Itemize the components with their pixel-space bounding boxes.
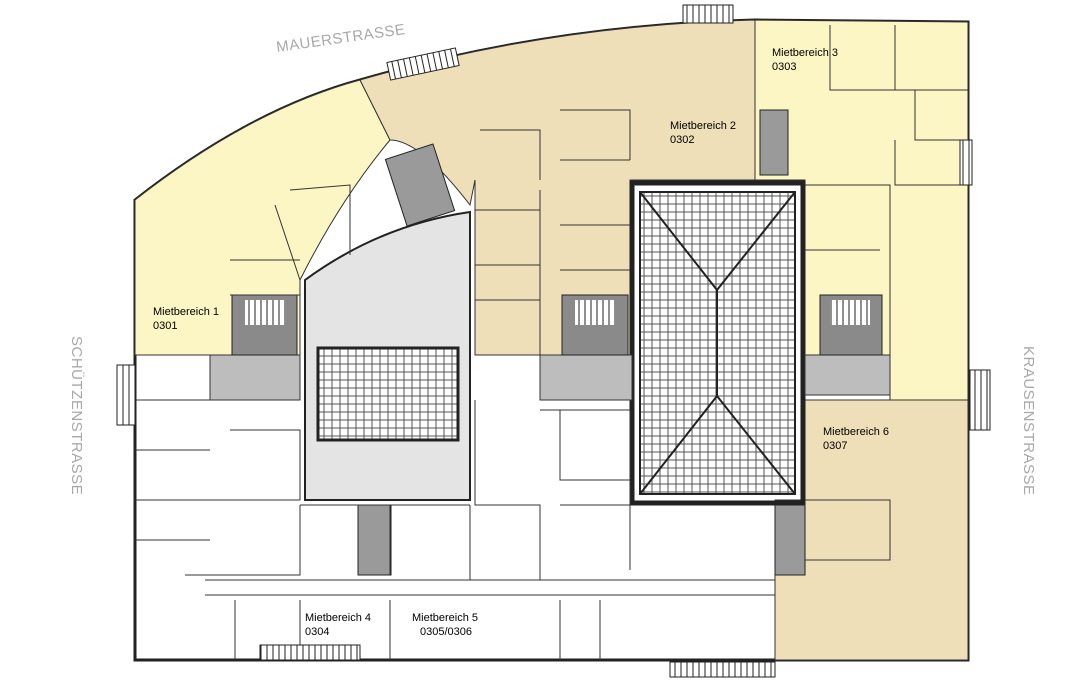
stairwell-south-east [774,504,806,576]
atrium-central [629,180,806,506]
svg-text:0303: 0303 [772,61,796,73]
stairwell-south-west [357,504,392,576]
stairwell-northeast [759,109,789,176]
bay-south-2 [669,661,776,678]
street-label-east: KRAUSENSTRASSE [1020,346,1037,496]
unit-label-5: Mietbereich 5 0305/0306 [412,612,478,638]
svg-text:Mietbereich 5: Mietbereich 5 [412,612,478,624]
unit-label-6: Mietbereich 6 0307 [823,426,889,452]
bay-northwest [386,47,460,81]
street-label-west: SCHÜTZENSTRASSE [68,336,86,495]
svg-text:0302: 0302 [670,134,694,146]
svg-text:Mietbereich 2: Mietbereich 2 [670,120,736,132]
bay-east-upper [959,139,973,186]
stairwell-northwest [384,143,456,227]
skylight-west [316,346,460,442]
svg-text:Mietbereich 4: Mietbereich 4 [305,612,371,624]
svg-text:0305/0306: 0305/0306 [420,626,472,638]
core-east [804,354,891,396]
bay-east [969,369,991,431]
unit-label-3: Mietbereich 3 0303 [772,47,838,73]
street-label-north: MAUERSTRASSE [275,21,406,56]
core-west [209,354,301,401]
svg-text:0301: 0301 [153,320,177,332]
unit-label-2: Mietbereich 2 0302 [670,120,736,146]
svg-text:0304: 0304 [305,626,329,638]
svg-text:Mietbereich 3: Mietbereich 3 [772,47,838,59]
bay-south-1 [259,644,361,661]
svg-text:Mietbereich 1: Mietbereich 1 [153,306,219,318]
svg-text:Mietbereich 6: Mietbereich 6 [823,426,889,438]
bay-west [116,364,136,426]
bay-north [682,4,734,24]
unit-label-1: Mietbereich 1 0301 [153,306,219,332]
svg-text:0307: 0307 [823,440,847,452]
core-center [539,354,633,401]
unit-label-4: Mietbereich 4 0304 [305,612,371,638]
partitions [135,25,968,660]
